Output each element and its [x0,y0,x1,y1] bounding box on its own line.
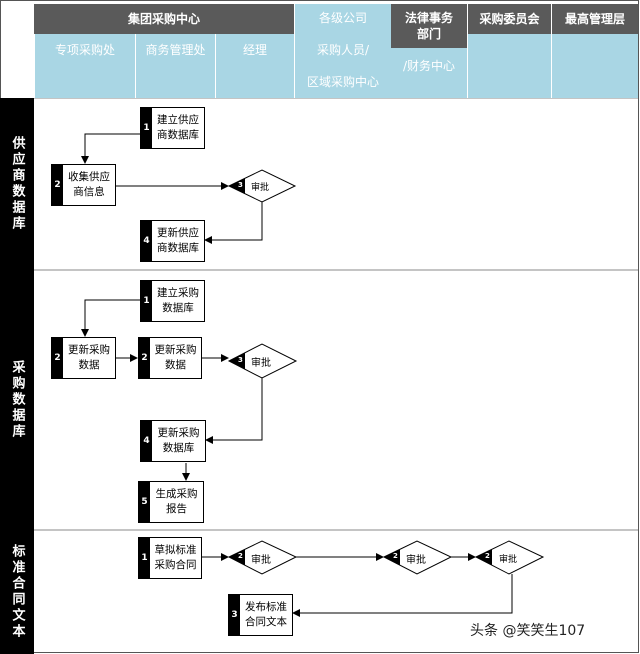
step-label: 更新采购数据 [68,344,110,371]
header-top-mgmt-cell [551,34,638,98]
decision-diamond-marker [476,549,492,565]
step-update-purchase-data-a: 2 更新采购数据 [51,337,116,379]
decision-label: 审批 [251,555,271,566]
step-update-purchase-db: 4 更新采购数据库 [140,420,206,462]
decision-diamond [474,540,545,575]
step-number: 2 [52,338,63,378]
header-legal: 法律事务 部门 /财务中心 [391,4,467,98]
step-number: 1 [141,108,152,148]
step-number: 4 [141,221,152,261]
step-number: 1 [141,281,152,321]
flow-connector [81,299,140,337]
header-branch: 各级公司 采购人员/ 区域采购中心 [294,4,391,98]
step-number: 4 [141,421,152,461]
decision-label: 审批 [406,555,426,566]
header-committee: 采购委员会 [467,4,551,34]
decision-number: 2 [238,552,243,560]
decision-diamond [227,169,297,203]
decision-diamond-marker [229,353,245,369]
step-label: 更新供应商数据库 [157,227,199,254]
step-label: 收集供应商信息 [68,171,110,198]
step-draft-standard-contract: 1 草拟标准采购合同 [138,537,202,579]
step-label: 生成采购报告 [155,488,198,515]
header-legal-bottom: /财务中心 [391,48,467,98]
watermark-text: 头条 @笑笑生107 [470,623,586,639]
header-committee-cell [467,34,551,98]
header-dept-business: 商务管理处 [135,34,215,98]
flow-connector [204,202,263,244]
decision-diamond-marker [384,549,400,565]
decision-number: 2 [393,552,398,560]
step-number: 5 [139,482,150,522]
lane-label-purchase-db: 采购数据库 [0,270,34,530]
header-branch-line2: 采购人员/ [316,42,370,57]
step-generate-purchase-report: 5 生成采购报告 [138,481,204,523]
lane-label-standard-contract: 标准合同文本 [0,530,34,654]
header-top-mgmt: 最高管理层 [551,4,638,34]
step-label: 建立供应商数据库 [157,114,199,141]
step-label: 建立采购数据库 [157,287,199,314]
decision-number: 3 [238,356,243,364]
header-legal-line1: 法律事务 [404,10,453,25]
header-branch-line3: 区域采购中心 [306,74,379,89]
step-label: 更新采购数据 [154,344,197,371]
step-number: 3 [229,595,240,635]
decision-diamond-marker [229,549,245,565]
decision-diamond [227,343,298,379]
header-legal-line2: 部门 [416,27,441,41]
header-dept-manager: 经理 [215,34,294,98]
step-label: 更新采购数据库 [157,427,200,454]
step-number: 1 [139,538,150,578]
step-publish-standard-contract: 3 发布标准合同文本 [228,594,293,636]
decision-label: 审批 [251,358,271,369]
step-build-purchase-db: 1 建立采购数据库 [140,280,205,322]
header-branch-line1: 各级公司 [318,11,367,25]
step-number: 2 [52,165,63,205]
step-label: 草拟标准采购合同 [154,544,197,571]
decision-number: 2 [485,552,490,560]
decision-label: 审批 [499,555,518,565]
header-legal-top: 法律事务 部门 [391,4,467,48]
decision-number: 3 [238,181,243,189]
header-group-center: 集团采购中心 [34,4,294,34]
step-build-supplier-db: 1 建立供应商数据库 [140,107,205,149]
step-update-purchase-data-b: 2 更新采购数据 [138,337,202,379]
flow-connector [205,378,263,444]
flow-connector [292,574,513,617]
header-legal-line3: /财务中心 [402,59,456,73]
header-dept-special: 专项采购处 [34,34,135,98]
decision-diamond-marker [229,178,245,194]
step-update-supplier-db: 4 更新供应商数据库 [140,220,205,262]
flow-connector [81,133,140,164]
step-collect-supplier-info: 2 收集供应商信息 [51,164,116,206]
decision-label: 审批 [251,183,270,193]
lane-label-supplier-db: 供应商数据库 [0,98,34,270]
step-label: 发布标准合同文本 [245,601,287,628]
step-number: 2 [139,338,150,378]
